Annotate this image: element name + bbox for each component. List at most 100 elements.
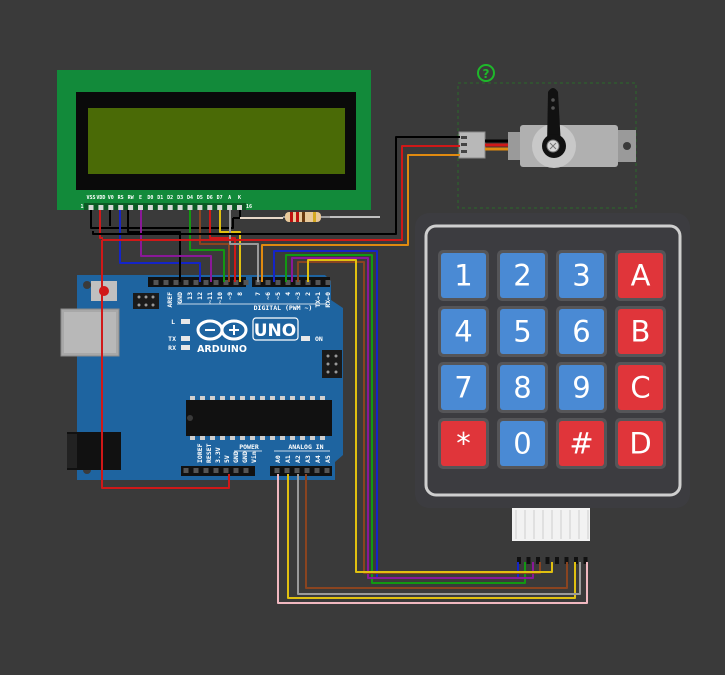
keypad-key-label: 6 bbox=[572, 315, 590, 349]
power-pin-label: Vin bbox=[250, 451, 258, 463]
keypad-key-#[interactable]: # bbox=[556, 418, 607, 469]
digital-pin-socket[interactable] bbox=[193, 280, 199, 285]
lcd-pin[interactable] bbox=[108, 205, 114, 210]
led-tx-label: TX bbox=[168, 335, 176, 343]
lcd-pin[interactable] bbox=[177, 205, 183, 210]
lcd-pin[interactable] bbox=[217, 205, 223, 210]
lcd-pin[interactable] bbox=[157, 205, 163, 210]
analog-pin-socket[interactable] bbox=[304, 468, 310, 473]
digital-pin-socket[interactable] bbox=[265, 280, 271, 285]
lcd-pin-label: VSS bbox=[86, 195, 95, 201]
digital-pin-socket[interactable] bbox=[213, 280, 219, 285]
led-rx bbox=[181, 345, 190, 350]
keypad-key-8[interactable]: 8 bbox=[497, 362, 548, 413]
keypad-key-label: 1 bbox=[454, 259, 472, 293]
keypad-key-9[interactable]: 9 bbox=[556, 362, 607, 413]
lcd-pin-label: D0 bbox=[147, 195, 153, 201]
lcd-pin[interactable] bbox=[147, 205, 153, 210]
keypad-key-D[interactable]: D bbox=[615, 418, 666, 469]
led-l-label: L bbox=[171, 318, 175, 326]
digital-pin-socket[interactable] bbox=[255, 280, 261, 285]
analog-pin-socket[interactable] bbox=[324, 468, 330, 473]
keypad-pin[interactable] bbox=[583, 557, 588, 564]
analog-pin-socket[interactable] bbox=[294, 468, 300, 473]
digital-pin-socket[interactable] bbox=[275, 280, 281, 285]
digital-pin-socket[interactable] bbox=[183, 280, 189, 285]
digital-pin-socket[interactable] bbox=[243, 280, 249, 285]
digital-pin-socket[interactable] bbox=[285, 280, 291, 285]
keypad-key-0[interactable]: 0 bbox=[497, 418, 548, 469]
keypad-key-C[interactable]: C bbox=[615, 362, 666, 413]
digital-pin-socket[interactable] bbox=[315, 280, 321, 285]
digital-pin-socket[interactable] bbox=[223, 280, 229, 285]
keypad-key-7[interactable]: 7 bbox=[438, 362, 489, 413]
digital-pin-socket[interactable] bbox=[163, 280, 169, 285]
digital-pin-socket[interactable] bbox=[233, 280, 239, 285]
lcd-pin[interactable] bbox=[128, 205, 134, 210]
lcd-pin[interactable] bbox=[187, 205, 193, 210]
keypad-key-6[interactable]: 6 bbox=[556, 306, 607, 357]
keypad-pin[interactable] bbox=[555, 557, 559, 564]
power-pin-socket[interactable] bbox=[233, 468, 239, 473]
digital-pin-socket[interactable] bbox=[173, 280, 179, 285]
lcd-pin-label: K bbox=[238, 195, 241, 201]
power-pin-socket[interactable] bbox=[213, 468, 219, 473]
keypad-key-3[interactable]: 3 bbox=[556, 250, 607, 301]
lcd-pin[interactable] bbox=[197, 205, 203, 210]
power-pin-socket[interactable] bbox=[223, 468, 229, 473]
keypad-key-label: # bbox=[569, 427, 593, 461]
keypad-pin[interactable] bbox=[545, 557, 550, 564]
keypad-key-label: 3 bbox=[572, 259, 590, 293]
lcd-pin[interactable] bbox=[207, 205, 213, 210]
power-pin-socket[interactable] bbox=[193, 468, 199, 473]
analog-pin-socket[interactable] bbox=[274, 468, 280, 473]
lcd-pin[interactable] bbox=[167, 205, 173, 210]
keypad-key-2[interactable]: 2 bbox=[497, 250, 548, 301]
analog-label: ANALOG IN bbox=[288, 443, 323, 451]
keypad-key-A[interactable]: A bbox=[615, 250, 666, 301]
lcd-pin[interactable] bbox=[227, 205, 233, 210]
digital-pin-socket[interactable] bbox=[295, 280, 301, 285]
digital-pin-socket[interactable] bbox=[305, 280, 311, 285]
lcd-pin[interactable] bbox=[98, 205, 104, 210]
analog-pin-socket[interactable] bbox=[314, 468, 320, 473]
keypad-key-B[interactable]: B bbox=[615, 306, 666, 357]
keypad-key-4[interactable]: 4 bbox=[438, 306, 489, 357]
lcd-pin[interactable] bbox=[237, 205, 242, 210]
analog-pin-label: A2 bbox=[294, 455, 302, 463]
wire-servo-gnd-black bbox=[92, 136, 460, 235]
lcd-pin[interactable] bbox=[118, 205, 124, 210]
keypad-pin[interactable] bbox=[526, 557, 531, 564]
keypad-key-1[interactable]: 1 bbox=[438, 250, 489, 301]
digital-pin-socket[interactable] bbox=[325, 280, 331, 285]
digital-pin-label: 8 bbox=[236, 292, 244, 296]
keypad-pin[interactable] bbox=[517, 557, 521, 564]
keypad-key-label: * bbox=[456, 427, 471, 461]
power-pin-socket[interactable] bbox=[203, 468, 209, 473]
wire-analog-a3-brown bbox=[305, 474, 568, 589]
keypad-key-5[interactable]: 5 bbox=[497, 306, 548, 357]
power-pin-label: 3.3V bbox=[214, 447, 222, 463]
servo-horn[interactable] bbox=[547, 88, 561, 146]
keypad-pin[interactable] bbox=[564, 557, 569, 564]
help-icon[interactable]: ? bbox=[477, 64, 495, 82]
power-pin-socket[interactable] bbox=[183, 468, 189, 473]
servo-motor[interactable]: ? bbox=[457, 64, 637, 209]
power-pin-socket[interactable] bbox=[243, 468, 249, 473]
digital-pin-socket[interactable] bbox=[153, 280, 159, 285]
lcd-pin[interactable] bbox=[88, 205, 94, 210]
keypad-pin[interactable] bbox=[574, 557, 578, 564]
digital-header-label: DIGITAL (PWM ~) bbox=[254, 304, 313, 312]
analog-pin-socket[interactable] bbox=[284, 468, 290, 473]
keypad-pin[interactable] bbox=[536, 557, 540, 564]
analog-header bbox=[270, 466, 332, 476]
keypad-key-*[interactable]: * bbox=[438, 418, 489, 469]
lcd-pin[interactable] bbox=[138, 205, 143, 210]
wire-lcd-d4-green bbox=[189, 210, 225, 282]
digital-pin-socket[interactable] bbox=[203, 280, 209, 285]
